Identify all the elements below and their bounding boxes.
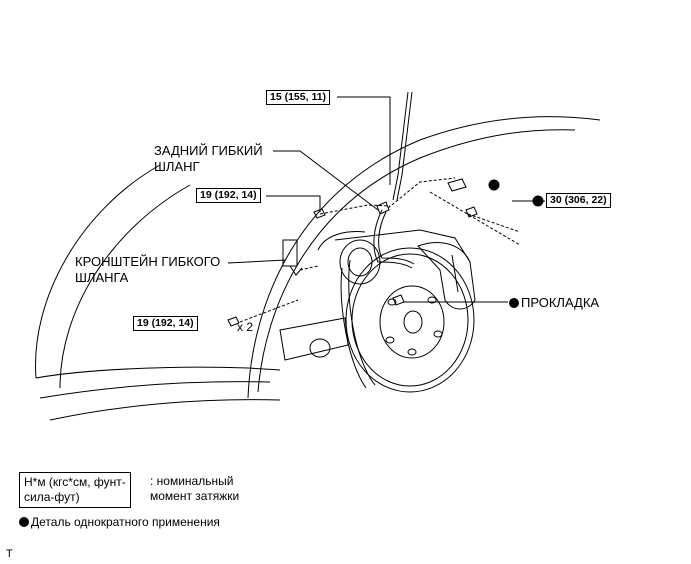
leader-rear-hose (273, 150, 379, 211)
callout-gasket-text: ПРОКЛАДКА (521, 295, 600, 310)
bolt-right (465, 206, 478, 218)
disc-hat (379, 285, 445, 359)
callout-rear-flex-hose: ЗАДНИЙ ГИБКИЙ ШЛАНГ (154, 143, 263, 175)
body-outline-lower-3 (49, 399, 281, 421)
legend-box-line1: Н*м (кгс*см, фунт- (24, 475, 126, 489)
fender-outline (247, 116, 601, 399)
brake-caliper (417, 242, 476, 310)
brake-disc (345, 247, 475, 393)
hub-center (403, 310, 423, 334)
callout-hose-bracket-line1: КРОНШТЕЙН ГИБКОГО (75, 254, 221, 269)
legend-box-line2: сила-фут) (24, 490, 80, 504)
callout-gasket: ПРОКЛАДКА (509, 295, 599, 311)
single-use-dot-legend-icon (19, 517, 29, 527)
single-use-dot-icon (509, 298, 519, 308)
leader-19-top (266, 195, 321, 212)
legend-desc-line2: момент затяжки (150, 489, 240, 503)
brake-line-top-2 (396, 91, 413, 201)
legend-torque-unit-box: Н*м (кгс*см, фунт- сила-фут) (19, 472, 131, 508)
torque-label-caliper-bolt: 30 (306, 22) (546, 193, 611, 208)
flex-hose-2 (378, 211, 415, 265)
torque-label-bracket-bolt: 19 (192, 14) (196, 188, 261, 203)
body-outline-curve-2 (59, 184, 191, 389)
lower-arm (279, 317, 349, 361)
brake-line-top (392, 91, 409, 201)
legend-single-use-text: Деталь однократного применения (31, 515, 220, 529)
union-bolt (376, 201, 390, 215)
quantity-label: x 2 (237, 320, 254, 334)
flex-hose (373, 209, 413, 269)
leader-bracket (227, 259, 287, 264)
legend-torque-description: : номинальный момент затяжки (150, 474, 239, 504)
callout-hose-bracket: КРОНШТЕЙН ГИБКОГО ШЛАНГА (75, 254, 220, 286)
body-outline-inner (257, 129, 576, 393)
leader-15 (337, 96, 391, 185)
hub-housing (339, 239, 381, 285)
callout-rear-flex-hose-line2: ШЛАНГ (154, 159, 200, 174)
clip-top (447, 178, 467, 192)
torque-label-flex-hose-union: 15 (155, 11) (266, 90, 331, 105)
legend-single-use: Деталь однократного применения (19, 515, 220, 530)
body-outline-lower (35, 366, 281, 379)
corner-mark: T (6, 548, 13, 560)
bolt-top-left (313, 208, 326, 219)
legend-desc-line1: : номинальный (150, 474, 234, 488)
single-use-dot-right (532, 195, 544, 207)
bolt-lower-left (227, 316, 240, 327)
single-use-dot-top (488, 179, 500, 191)
torque-label-lower-bolt: 19 (192, 14) (133, 316, 198, 331)
callout-hose-bracket-line2: ШЛАНГА (75, 270, 129, 285)
body-outline-lower-2 (39, 381, 271, 399)
callout-rear-flex-hose-line1: ЗАДНИЙ ГИБКИЙ (154, 143, 263, 158)
body-outline-curve (35, 164, 161, 379)
